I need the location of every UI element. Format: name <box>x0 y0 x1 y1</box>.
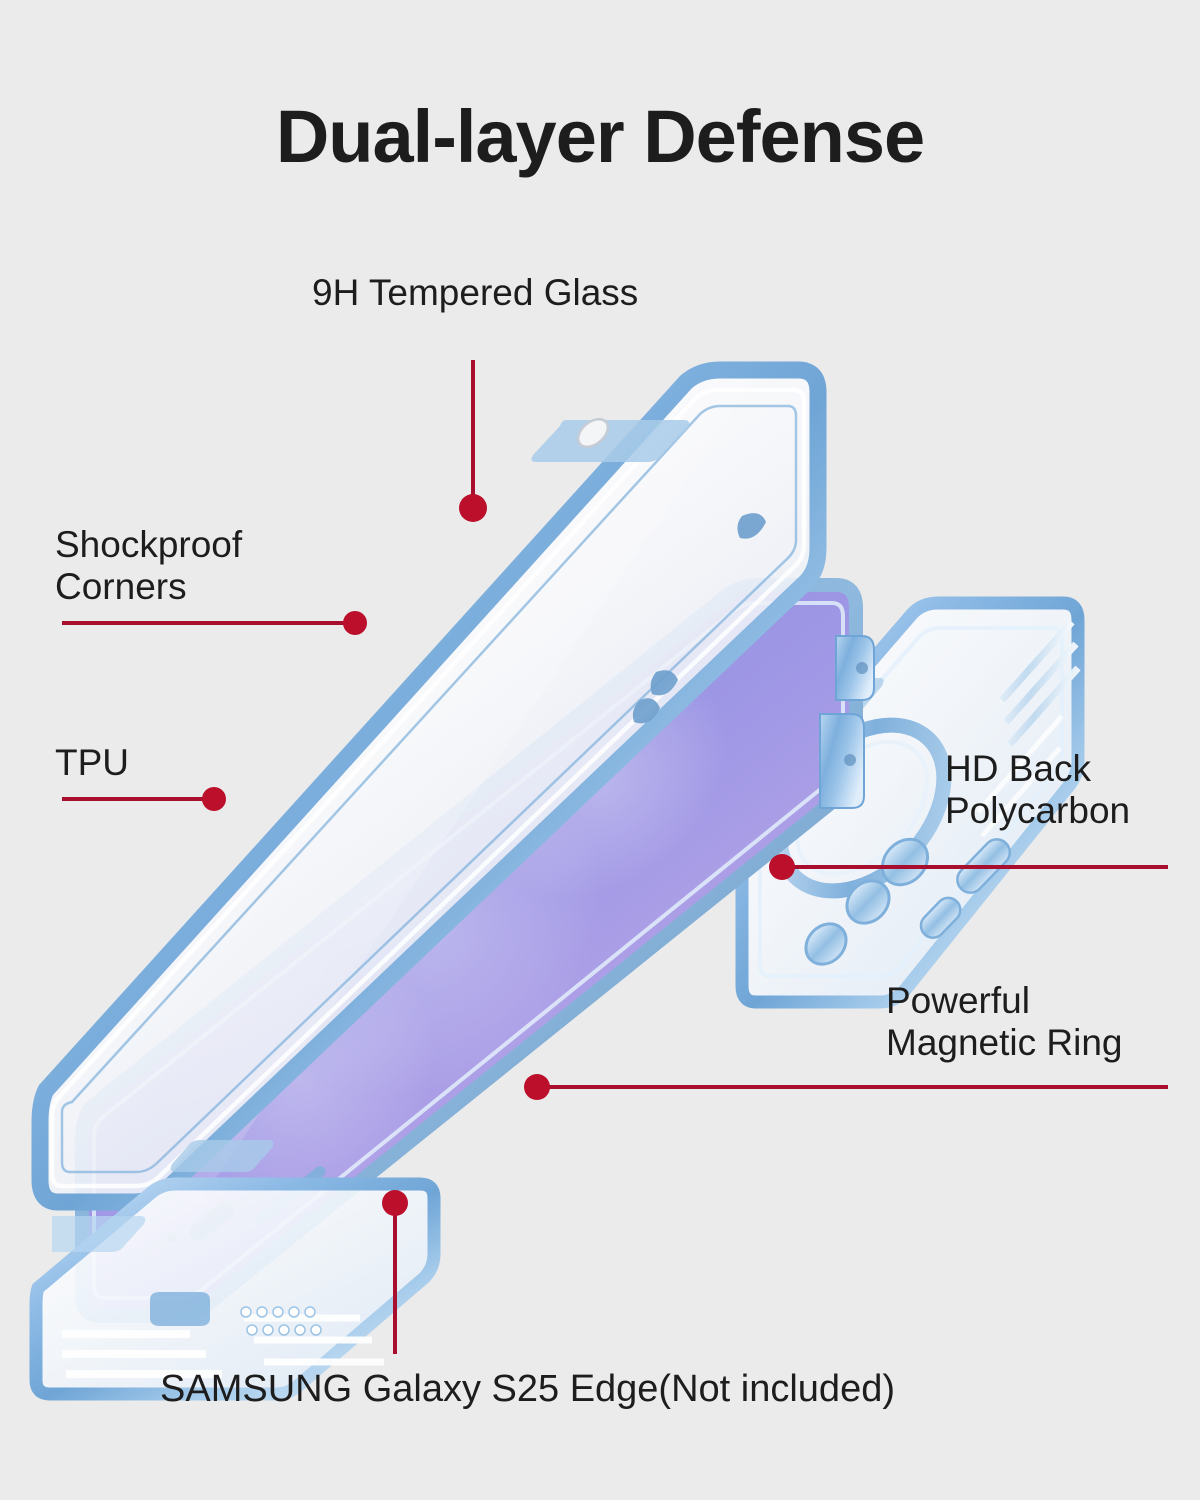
dot-caption <box>382 1190 408 1216</box>
callout-label-tpu: TPU <box>55 742 129 783</box>
dot-shockproof-corners <box>343 611 367 635</box>
callout-label-hd-back-polycarbon: HD Back Polycarbon <box>945 748 1131 832</box>
button-cutout-top <box>737 513 766 539</box>
dot-magnetic-ring <box>524 1074 550 1100</box>
button-cutout-bottom <box>632 698 660 724</box>
callout-label-shockproof-corners: Shockproof Corners <box>55 524 243 608</box>
dot-tpu <box>202 787 226 811</box>
product-caption: SAMSUNG Galaxy S25 Edge(Not included) <box>160 1368 895 1410</box>
callout-label-magnetic-ring: Powerful Magnetic Ring <box>886 980 1123 1064</box>
page-title: Dual-layer Defense <box>275 95 925 178</box>
charging-port-cutout <box>150 1292 210 1326</box>
dot-tempered-glass <box>459 494 487 522</box>
button-cutout-mid <box>650 670 678 696</box>
callout-leader-lines <box>62 360 1168 1354</box>
case-edge-ribs <box>976 619 1081 838</box>
callout-label-tempered-glass: 9H Tempered Glass <box>312 272 639 313</box>
dot-hd-back <box>769 854 795 880</box>
phone-side-buttons <box>819 635 875 809</box>
front-camera-cutout <box>576 417 610 449</box>
layer-back-case-bottom-edge <box>29 1177 441 1401</box>
earpiece-speaker-slot <box>531 420 690 462</box>
layer-front-tempered-glass-cover <box>31 361 827 1211</box>
callout-dots <box>202 494 795 1216</box>
side-button-volume <box>919 896 962 939</box>
speaker-grille <box>240 1306 322 1336</box>
tpu-bumper-frame <box>31 361 827 1211</box>
